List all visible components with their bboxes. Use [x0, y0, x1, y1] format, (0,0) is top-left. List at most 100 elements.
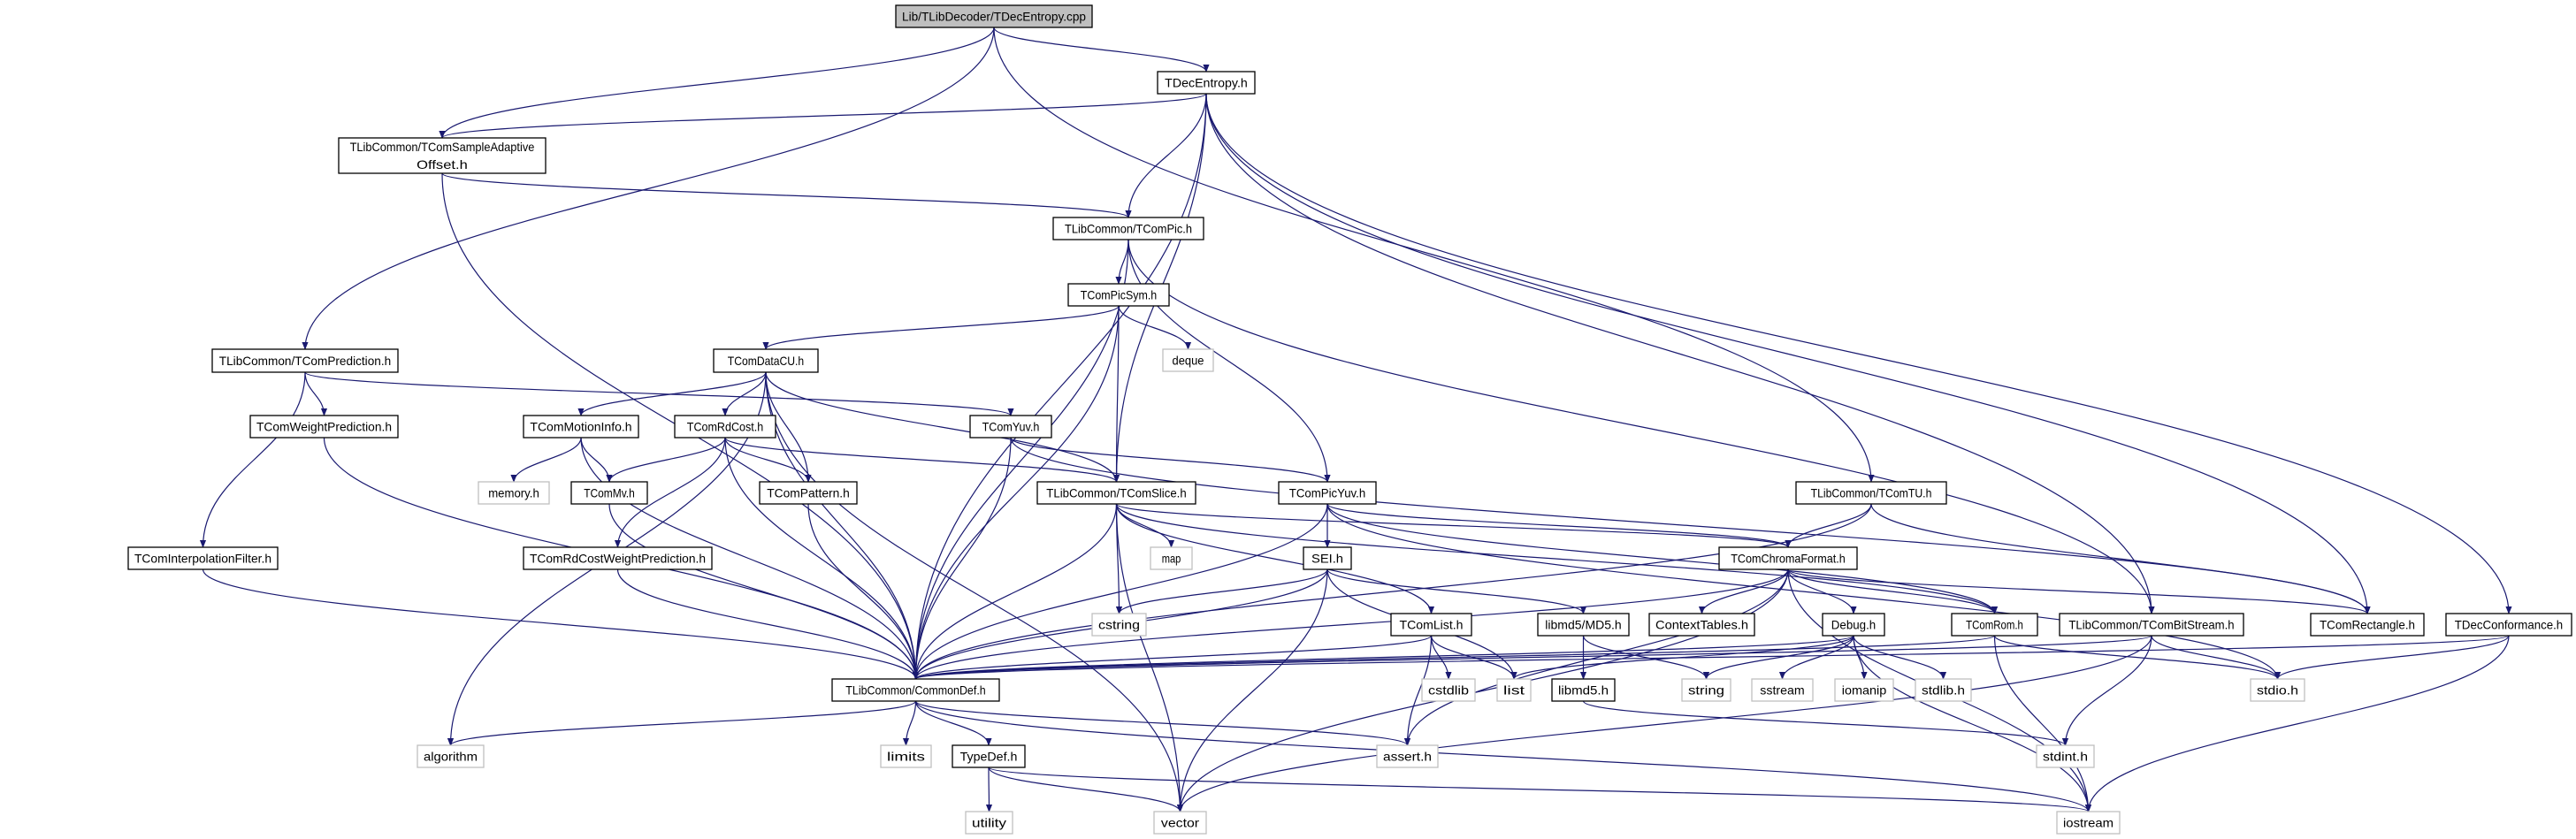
edge-bits-to-vector — [1176, 635, 2152, 812]
node-interp[interactable]: TComInterpolationFilter.h — [127, 546, 279, 570]
node-box — [570, 481, 648, 505]
node-pred[interactable]: TLibCommon/TComPrediction.h — [211, 348, 399, 373]
node-label: assert.h — [1383, 750, 1432, 764]
node-rom[interactable]: TComRom.h — [1951, 613, 2038, 637]
node-box — [211, 348, 399, 373]
node-box — [478, 481, 550, 505]
node-tu[interactable]: TLibCommon/TComTU.h — [1795, 481, 1947, 505]
edge-rdcost-to-common — [724, 437, 920, 680]
node-utility[interactable]: utility — [965, 811, 1013, 835]
node-box — [965, 811, 1013, 835]
node-label: libmd5.h — [1558, 683, 1609, 698]
node-stdlib[interactable]: stdlib.h — [1915, 678, 1972, 702]
edge-rdcost-to-mv — [606, 437, 726, 483]
node-label: TLibCommon/TComTU.h — [1811, 486, 1932, 500]
edge-pic-to-picyuv — [1127, 239, 1331, 483]
node-ctx[interactable]: ContextTables.h — [1648, 613, 1755, 637]
node-label: string — [1688, 683, 1724, 698]
node-box — [1091, 613, 1147, 637]
node-deque[interactable]: deque — [1162, 348, 1214, 372]
node-box — [1150, 546, 1193, 570]
node-pattern[interactable]: TComPattern.h — [759, 481, 858, 505]
edge-chroma-to-assert — [1403, 568, 1789, 746]
edge-common-to-iostream — [914, 700, 2091, 812]
node-box — [1052, 217, 1204, 240]
edge-conf-to-iostream — [2084, 635, 2510, 812]
node-label: TComRectangle.h — [2320, 618, 2415, 632]
node-yuv[interactable]: TComYuv.h — [969, 415, 1052, 439]
node-cstdlib[interactable]: cstdlib — [1421, 678, 1476, 702]
edge-decent-to-conf — [1205, 93, 2512, 614]
node-libmd5[interactable]: libmd5.h — [1551, 678, 1616, 702]
node-debug[interactable]: Debug.h — [1822, 613, 1885, 637]
node-box — [2036, 744, 2095, 768]
node-iostream[interactable]: iostream — [2056, 811, 2121, 835]
node-box — [2059, 613, 2244, 637]
node-iomanip[interactable]: iomanip — [1834, 678, 1894, 702]
node-box — [2250, 678, 2305, 702]
edge-picsym-to-deque — [1118, 305, 1192, 350]
node-string[interactable]: string — [1681, 678, 1731, 702]
node-bits[interactable]: TLibCommon/TComBitStream.h — [2059, 613, 2244, 637]
node-sei[interactable]: SEI.h — [1303, 546, 1352, 570]
node-algorithm[interactable]: algorithm — [417, 744, 485, 768]
node-list_h[interactable]: TComList.h — [1390, 613, 1472, 637]
node-memory[interactable]: memory.h — [478, 481, 550, 505]
node-mv[interactable]: TComMv.h — [570, 481, 648, 505]
node-wpred[interactable]: TComWeightPrediction.h — [249, 415, 399, 439]
node-box — [249, 415, 399, 439]
node-box — [952, 744, 1026, 768]
edge-chroma-to-ctx — [1698, 568, 1789, 614]
node-datacu[interactable]: TComDataCU.h — [713, 348, 819, 373]
node-picyuv[interactable]: TComPicYuv.h — [1278, 481, 1377, 505]
edge-root-to-pred — [302, 27, 995, 350]
edge-slice-to-list_h — [1115, 503, 1435, 614]
node-pic[interactable]: TLibCommon/TComPic.h — [1052, 217, 1204, 240]
node-motion[interactable]: TComMotionInfo.h — [523, 415, 639, 439]
node-label: algorithm — [424, 750, 478, 764]
node-label: iomanip — [1842, 683, 1887, 698]
node-box — [1751, 678, 1814, 702]
node-decent[interactable]: TDecEntropy.h — [1157, 71, 1256, 95]
node-common[interactable]: TLibCommon/CommonDef.h — [831, 678, 1000, 702]
node-cstring[interactable]: cstring — [1091, 613, 1147, 637]
node-label: iostream — [2063, 816, 2114, 830]
node-typedef[interactable]: TypeDef.h — [952, 744, 1026, 768]
node-rect[interactable]: TComRectangle.h — [2310, 613, 2425, 637]
node-box — [1390, 613, 1472, 637]
node-box — [1157, 71, 1256, 95]
node-assert[interactable]: assert.h — [1376, 744, 1439, 768]
node-rdcost[interactable]: TComRdCost.h — [674, 415, 776, 439]
node-limits[interactable]: limits — [880, 744, 932, 768]
node-stdio[interactable]: stdio.h — [2250, 678, 2305, 702]
node-label: TComRdCostWeightPrediction.h — [530, 552, 706, 566]
edge-root-to-tu — [993, 27, 1875, 483]
edge-tu-to-rect — [1870, 503, 2371, 614]
node-box — [338, 137, 547, 174]
node-rdwp[interactable]: TComRdCostWeightPrediction.h — [523, 546, 713, 570]
edge-slice-to-vector — [1115, 503, 1184, 812]
edge-decent-to-common — [912, 93, 1207, 680]
edge-debug-to-stdlib — [1853, 635, 1947, 680]
node-root[interactable]: Lib/TLibDecoder/TDecEntropy.cpp — [895, 4, 1093, 28]
node-label: TComInterpolationFilter.h — [134, 552, 271, 566]
node-sstream[interactable]: sstream — [1751, 678, 1814, 702]
node-label: TComMv.h — [584, 486, 635, 500]
node-picsym[interactable]: TComPicSym.h — [1067, 283, 1170, 307]
node-md5[interactable]: libmd5/MD5.h — [1537, 613, 1630, 637]
node-stdint[interactable]: stdint.h — [2036, 744, 2095, 768]
edge-md5-to-string — [1582, 635, 1710, 680]
edge-typedef-to-iostream — [988, 767, 2091, 812]
node-list[interactable]: list — [1496, 678, 1532, 702]
node-slice[interactable]: TLibCommon/TComSlice.h — [1036, 481, 1196, 505]
edge-yuv-to-picyuv — [1010, 437, 1331, 483]
edge-common-to-limits — [902, 700, 917, 746]
node-label: TDecEntropy.h — [1165, 76, 1248, 90]
node-map[interactable]: map — [1150, 546, 1193, 570]
node-chroma[interactable]: TComChromaFormat.h — [1718, 546, 1858, 570]
edge-common-to-assert — [914, 700, 1410, 746]
node-vector[interactable]: vector — [1153, 811, 1207, 835]
edge-sei-to-vector — [1176, 568, 1328, 812]
node-conf[interactable]: TDecConformance.h — [2445, 613, 2572, 637]
